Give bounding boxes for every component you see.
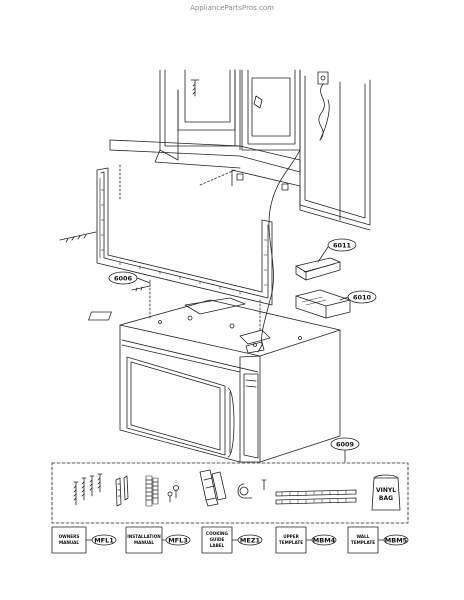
doc-cooking-guide-label: COOKING GUIDE LABEL MEZ1 [201, 526, 263, 554]
kit-cable-clamp [237, 479, 267, 499]
accessory-kit-box [51, 462, 409, 524]
kit-grille-strips [275, 489, 357, 505]
doc-owners-manual-line2: MANUAL [59, 540, 79, 545]
watermark-text: AppliancePartsPros.com [190, 4, 274, 12]
doc-owners-manual: OWNERS MANUAL MFL1 [51, 526, 117, 554]
doc-wall-template-line1: WALL [356, 534, 369, 539]
vinyl-bag-label-line1: VINYL [376, 487, 396, 494]
vinyl-bag-label-line2: BAG [379, 495, 393, 502]
callout-6006-label: 6006 [114, 275, 133, 283]
doc-upper-template-line2: TEMPLATE [279, 540, 303, 545]
callout-6009-label: 6009 [336, 441, 355, 449]
doc-cooking-guide-code: MEZ1 [240, 536, 261, 544]
mounting-frame [59, 167, 273, 306]
kit-screws [73, 473, 103, 506]
doc-installation-manual-code: MFL3 [168, 536, 188, 544]
doc-installation-manual-line2: MANUAL [134, 540, 154, 545]
doc-cooking-guide-line3: LABEL [210, 543, 225, 548]
doc-cooking-guide-line1: COOKING [206, 531, 229, 536]
upper-cabinets [109, 69, 371, 346]
doc-installation-manual: INSTALLATION MANUAL MFL3 [125, 526, 191, 554]
doc-installation-manual-line1: INSTALLATION [127, 534, 161, 539]
microwave-oven [88, 279, 341, 463]
callout-6011-label: 6011 [333, 242, 352, 250]
kit-spacer-brackets [199, 469, 227, 507]
doc-upper-template-line1: UPPER [283, 534, 299, 539]
doc-cooking-guide-line2: GUIDE [210, 537, 225, 542]
kit-vinyl-bag: VINYL BAG [371, 474, 401, 511]
vent-part-6011 [295, 257, 341, 281]
kit-small-screws [167, 485, 179, 503]
doc-wall-template: WALL TEMPLATE MBM5 [347, 526, 409, 554]
callout-6010: 6010 [339, 290, 377, 304]
damper-part-6010 [295, 289, 351, 319]
callout-6010-label: 6010 [353, 294, 372, 302]
doc-upper-template: UPPER TEMPLATE MBM4 [275, 526, 337, 554]
callout-6009: 6009 [330, 437, 360, 463]
callout-6011: 6011 [317, 238, 357, 263]
doc-owners-manual-code: MFL1 [94, 536, 114, 544]
doc-wall-template-line2: TEMPLATE [351, 540, 375, 545]
kit-wall-anchors [115, 475, 129, 507]
doc-owners-manual-line1: OWNERS [59, 534, 80, 539]
doc-wall-template-code: MBM5 [385, 536, 408, 544]
kit-toggle-bolts [145, 475, 159, 507]
doc-upper-template-code: MBM4 [313, 536, 336, 544]
callout-6006: 6006 [108, 271, 151, 285]
